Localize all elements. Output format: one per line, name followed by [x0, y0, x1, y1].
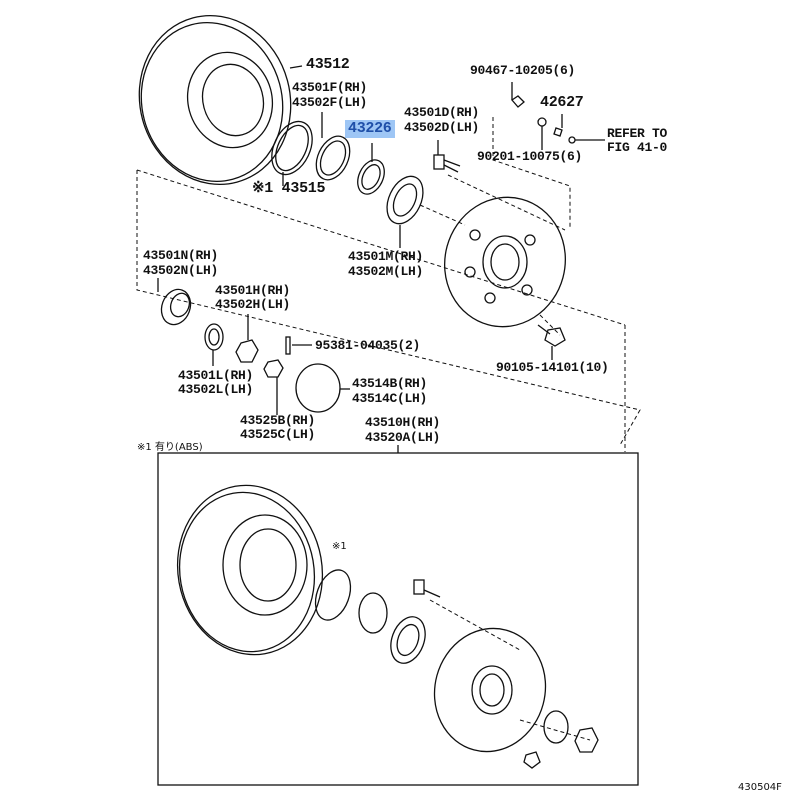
refer-fig-link[interactable]: FIG 41-0: [607, 140, 668, 155]
part-label-90201[interactable]: 90201-10075(6): [477, 149, 583, 164]
hub-nut: [235, 339, 259, 363]
part-label-43501F[interactable]: 43501F(RH): [292, 80, 368, 95]
part-label-43501M[interactable]: 43501M(RH): [348, 249, 424, 264]
hub-bolt: [433, 154, 445, 170]
oil-seal: [315, 135, 351, 181]
plug: [553, 127, 563, 137]
grease-cap: [295, 363, 341, 413]
abs-note: ※1 有り(ABS): [137, 442, 203, 453]
part-label-43502L[interactable]: 43502L(LH): [178, 382, 254, 397]
part-label-43510H[interactable]: 43510H(RH): [365, 415, 441, 430]
brake-rotor-upper: [138, 14, 303, 186]
cotter-pin: [285, 336, 291, 355]
washer: [537, 117, 547, 127]
part-label-43502H[interactable]: 43502H(LH): [215, 297, 291, 312]
figure-id: 430504F: [738, 782, 782, 793]
adjusting-nut-lock: [263, 359, 284, 378]
note-marker: ※1: [332, 541, 347, 552]
claw-washer: [204, 323, 224, 351]
part-label-43501N[interactable]: 43501N(RH): [143, 248, 219, 263]
part-label-43502M[interactable]: 43502M(LH): [348, 264, 424, 279]
part-label-43512[interactable]: 43512: [306, 56, 350, 73]
bearing-outer: [386, 175, 424, 225]
refer-to-text: REFER TO: [607, 126, 668, 141]
part-label-43514B[interactable]: 43514B(RH): [352, 376, 428, 391]
part-label-43501D[interactable]: 43501D(RH): [404, 105, 480, 120]
part-label-43502D[interactable]: 43502D(LH): [404, 120, 480, 135]
abs-ring: [271, 120, 313, 176]
axle-hub-upper: [444, 196, 566, 328]
part-label-42627[interactable]: 42627: [540, 94, 584, 111]
part-label-43520A[interactable]: 43520A(LH): [365, 430, 441, 445]
hub-nut-lower: [574, 727, 599, 753]
part-label-43515[interactable]: ※1 43515: [252, 180, 326, 197]
part-label-43502N[interactable]: 43502N(LH): [143, 263, 219, 278]
part-label-43226-highlighted[interactable]: 43226: [345, 120, 395, 138]
abs-ring-lower: [314, 569, 352, 621]
axle-hub-lower: [433, 627, 547, 753]
bleeder-bolt: [511, 95, 525, 108]
part-label-43502F[interactable]: 43502F(LH): [292, 95, 368, 110]
bearing-inner-lower: [543, 710, 569, 744]
hub-bolt-90105: [544, 327, 566, 347]
part-label-43514C[interactable]: 43514C(LH): [352, 391, 428, 406]
brake-rotor-lower: [176, 484, 324, 656]
bearing-outer-lower: [390, 616, 426, 664]
bearing-inner: [160, 288, 192, 326]
part-label-90467[interactable]: 90467-10205(6): [470, 63, 576, 78]
part-label-95381[interactable]: 95381-04035(2): [315, 338, 421, 353]
part-label-90105[interactable]: 90105-14101(10): [496, 360, 609, 375]
tapered-bearing-lower: [358, 592, 388, 634]
part-label-43525C[interactable]: 43525C(LH): [240, 427, 316, 442]
part-label-43501L[interactable]: 43501L(RH): [178, 368, 254, 383]
spacer-43226: [357, 159, 385, 195]
part-label-43525B[interactable]: 43525B(RH): [240, 413, 316, 428]
part-label-43501H[interactable]: 43501H(RH): [215, 283, 291, 298]
